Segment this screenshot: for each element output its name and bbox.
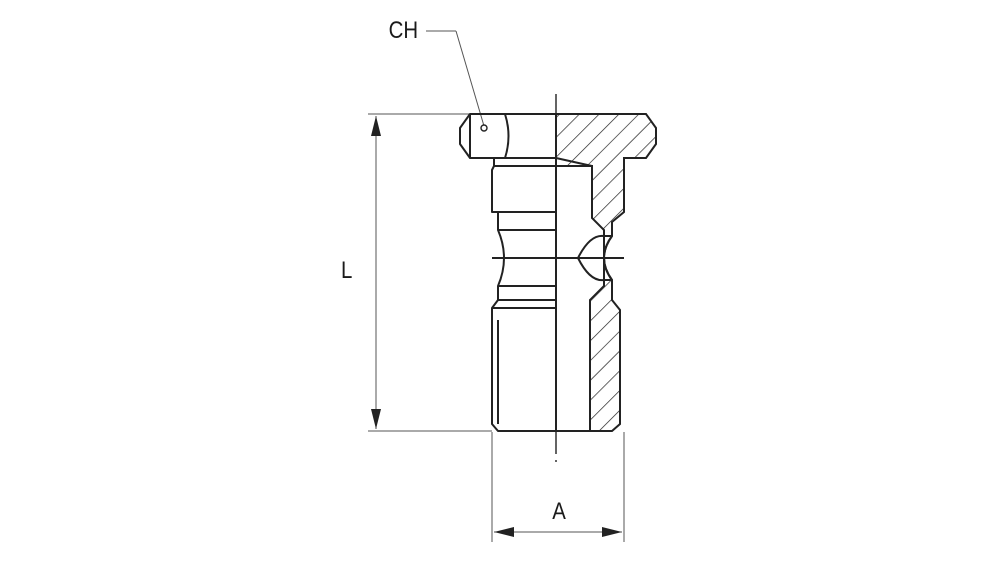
leader-ch bbox=[426, 30, 488, 132]
bore-chamfer bbox=[555, 157, 593, 167]
leader-dot bbox=[480, 124, 488, 132]
leader-diagonal bbox=[455, 30, 485, 127]
label-ch: CH bbox=[388, 17, 419, 44]
thread-outline bbox=[491, 299, 556, 432]
hex-head-outline bbox=[459, 113, 556, 159]
dimension-a bbox=[491, 432, 625, 542]
label-length: L bbox=[341, 257, 353, 284]
exterior-half bbox=[459, 113, 556, 432]
label-width: A bbox=[552, 498, 566, 525]
upper-shank bbox=[491, 158, 556, 213]
hex-facet-curve bbox=[504, 113, 510, 159]
arrowhead-top bbox=[371, 116, 381, 136]
arrowhead-right bbox=[602, 527, 622, 537]
dimension-l bbox=[368, 113, 500, 432]
arrowhead-left bbox=[494, 527, 514, 537]
arrowhead-bottom bbox=[371, 409, 381, 429]
section-half bbox=[555, 113, 657, 432]
